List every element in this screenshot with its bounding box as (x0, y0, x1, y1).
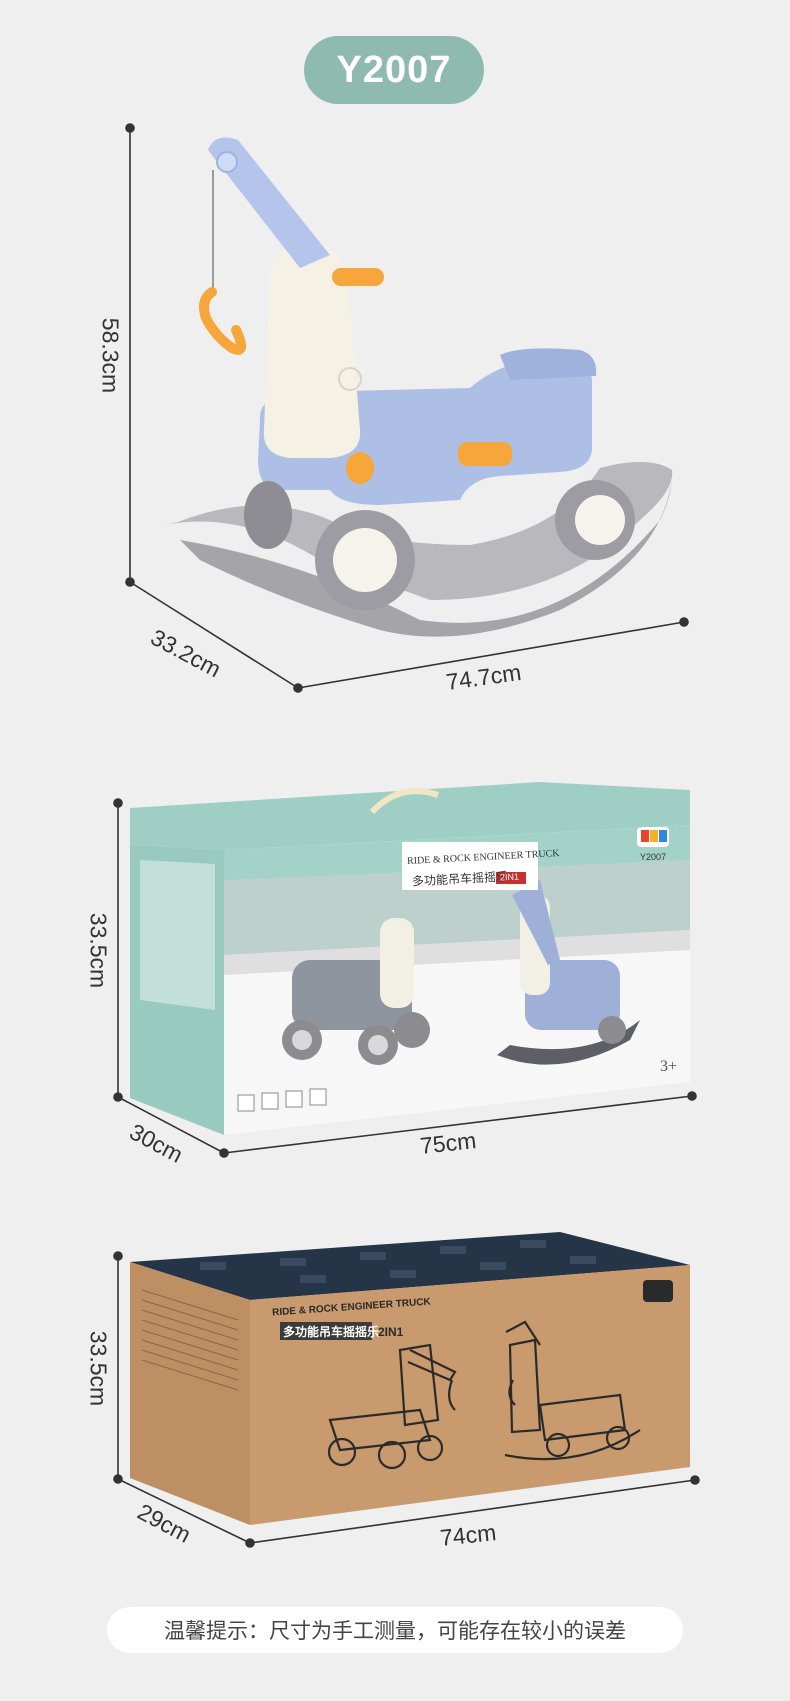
rocking-crane-toy (165, 137, 673, 637)
product-height-label: 58.3cm (97, 317, 124, 394)
model-badge: Y2007 (304, 36, 484, 104)
carton-box (130, 1232, 690, 1525)
toy-wheel-front (315, 510, 415, 610)
colorbox-dimension-lines (113, 798, 697, 1158)
carton-height-label: 33.5cm (85, 1330, 112, 1407)
carton-badge: 2IN1 (378, 1325, 404, 1339)
colorbox-age: 3+ (660, 1058, 678, 1075)
colorbox-height-label: 33.5cm (85, 912, 112, 989)
box-toy-blue (497, 880, 640, 1065)
toy-wheel-rear (555, 480, 635, 560)
colorbox-model: Y2007 (640, 852, 667, 862)
carton-dimension-lines (113, 1251, 700, 1548)
box-toy-grey (282, 918, 430, 1065)
product-dimension-lines (125, 123, 689, 693)
measurement-note: 温馨提示：尺寸为手工测量，可能存在较小的误差 (107, 1607, 683, 1653)
carton-title-cn: 多功能吊车摇摇乐 (283, 1325, 380, 1339)
color-box (130, 782, 690, 1135)
colorbox-badge: 2IN1 (499, 871, 520, 883)
